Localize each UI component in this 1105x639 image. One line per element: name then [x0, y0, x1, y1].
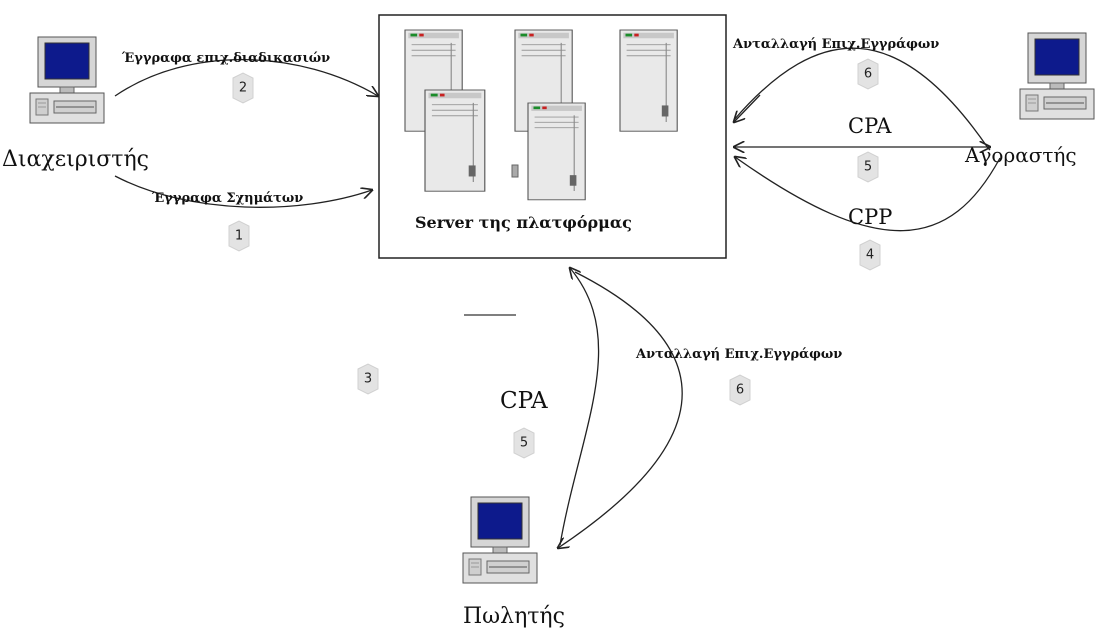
svg-text:4: 4	[866, 248, 874, 263]
cpp-label-right: CPP	[848, 205, 892, 229]
exchange-arrow-top	[733, 47, 989, 149]
step-badge: 4	[859, 239, 881, 271]
step-badge: 5	[857, 151, 879, 183]
admin-label: Διαχειριστής	[2, 147, 149, 172]
svg-text:6: 6	[736, 383, 744, 398]
exchange-arrow-top-start	[734, 94, 761, 122]
step-badge: 2	[232, 72, 254, 104]
server-label: Server της πλατφόρμας	[415, 213, 632, 232]
svg-text:1: 1	[235, 229, 243, 244]
server-tower-icon	[619, 29, 678, 132]
process-docs-arrow	[114, 58, 378, 96]
cpa-label-bottom: CPA	[500, 388, 548, 414]
cpa-label-right: CPA	[848, 114, 892, 138]
form-docs-arrow	[114, 175, 372, 208]
svg-text:2: 2	[239, 81, 247, 96]
step-badge: 6	[729, 374, 751, 406]
server-tower-icon	[527, 102, 586, 201]
step-badge: 3	[357, 363, 379, 395]
buyer-computer-icon	[1019, 32, 1095, 120]
small-device-icon	[511, 164, 519, 178]
exchange-label-bottom: Ανταλλαγή Επιχ.Εγγράφων	[635, 347, 842, 362]
svg-text:6: 6	[864, 67, 872, 82]
admin-computer-icon	[29, 36, 105, 124]
svg-text:3: 3	[364, 372, 372, 387]
server-tower-icon	[424, 89, 486, 192]
svg-text:5: 5	[520, 436, 528, 451]
seller-label: Πωλητής	[463, 604, 565, 629]
process-docs-label: Έγγραφα επιχ.διαδικασιών	[121, 51, 330, 66]
form-docs-label: Έγγραφα Σχημάτων	[151, 191, 303, 206]
seller-computer-icon	[462, 496, 538, 584]
cpp-arrow	[735, 157, 1001, 232]
step-badge: 1	[228, 220, 250, 252]
step-badge: 6	[857, 58, 879, 90]
exchange-arrow-bottom	[558, 271, 683, 548]
svg-text:5: 5	[864, 160, 872, 175]
step-badge: 5	[513, 427, 535, 459]
cpa-arrow-bottom	[559, 268, 600, 546]
exchange-label-top: Ανταλλαγή Επιχ.Εγγράφων	[732, 37, 939, 52]
